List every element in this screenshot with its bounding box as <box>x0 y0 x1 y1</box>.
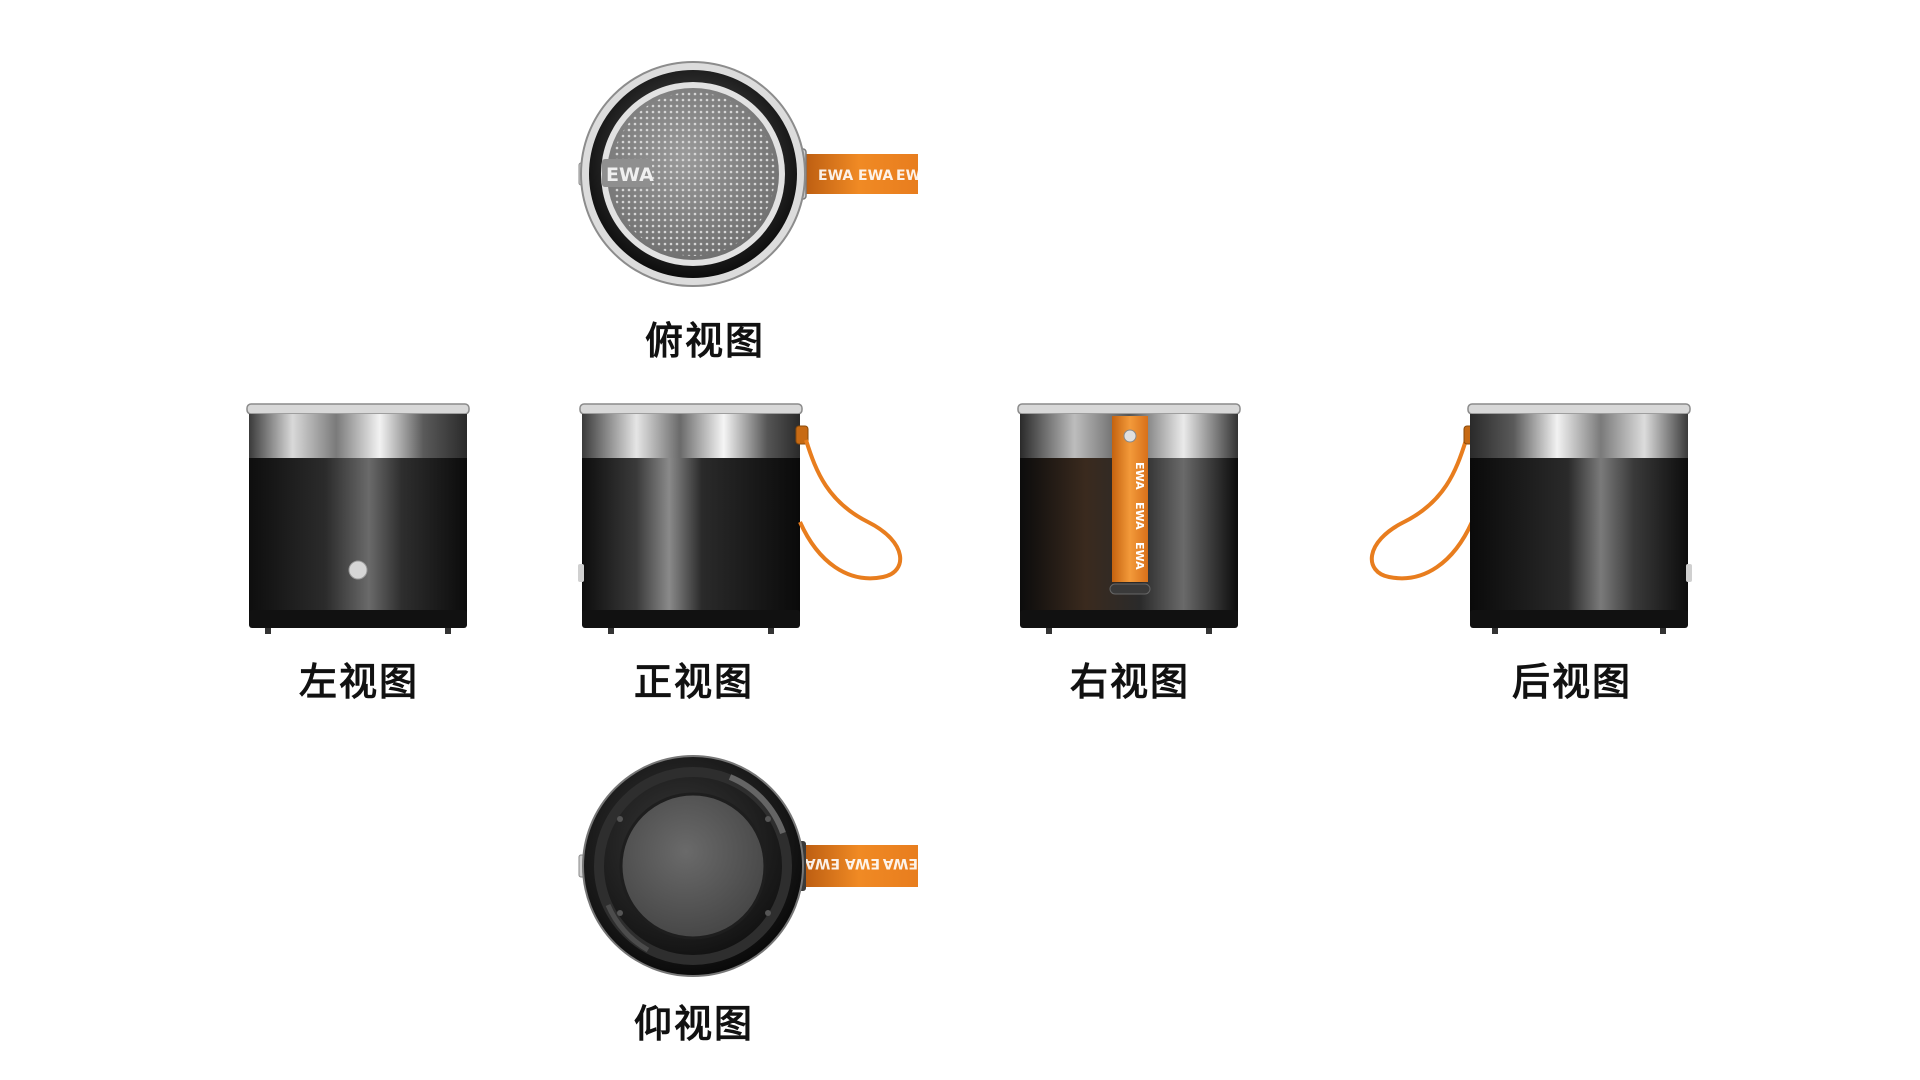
bottom-view-label: 仰视图 <box>633 1002 754 1046</box>
bottom-rubber-pad <box>619 792 767 940</box>
front-lanyard <box>798 439 903 581</box>
bottom-view-graphic: EWA EWA EWA <box>578 755 918 977</box>
left-button <box>348 560 368 580</box>
back-view-label: 后视图 <box>1511 660 1632 704</box>
right-view-graphic: EWA EWA EWA <box>1017 403 1241 634</box>
top-strap-logo-3: EWA <box>896 168 931 184</box>
bottom-strap-logo-1: EWA <box>805 855 840 871</box>
top-grille-logo: EWA <box>606 164 654 186</box>
left-chrome-band <box>249 414 467 458</box>
right-strap-logo-2: EWA <box>1133 502 1146 530</box>
back-chrome-band <box>1470 414 1688 458</box>
top-strap <box>800 154 918 194</box>
right-view-label: 右视图 <box>1069 660 1190 704</box>
left-body <box>249 458 467 614</box>
back-view <box>1342 402 1692 642</box>
back-body <box>1470 458 1688 614</box>
back-view-graphic <box>1369 403 1692 634</box>
top-view-graphic: EWA EWA EWA EWA <box>578 61 931 287</box>
left-view-graphic <box>246 403 470 634</box>
front-view-label: 正视图 <box>633 660 754 704</box>
top-strap-logo-1: EWA <box>818 168 853 184</box>
front-view <box>578 402 928 642</box>
bottom-strap-logo-3: EWA <box>883 855 918 871</box>
front-chrome-band <box>582 414 800 458</box>
right-view: EWA EWA EWA <box>1016 402 1246 642</box>
left-view <box>245 402 475 642</box>
back-lanyard <box>1369 439 1474 581</box>
bottom-view: EWA EWA EWA <box>578 755 918 995</box>
right-strap-logo-3: EWA <box>1133 542 1146 570</box>
top-view: EWA EWA EWA EWA <box>578 55 931 295</box>
left-view-label: 左视图 <box>298 660 419 704</box>
front-view-graphic <box>578 403 903 634</box>
front-body <box>582 458 800 614</box>
top-strap-logo-2: EWA <box>858 168 893 184</box>
bottom-strap <box>800 845 918 887</box>
top-view-label: 俯视图 <box>644 319 765 363</box>
right-strap <box>1112 416 1148 582</box>
bottom-strap-logo-2: EWA <box>845 855 880 871</box>
right-strap-logo-1: EWA <box>1133 462 1146 490</box>
